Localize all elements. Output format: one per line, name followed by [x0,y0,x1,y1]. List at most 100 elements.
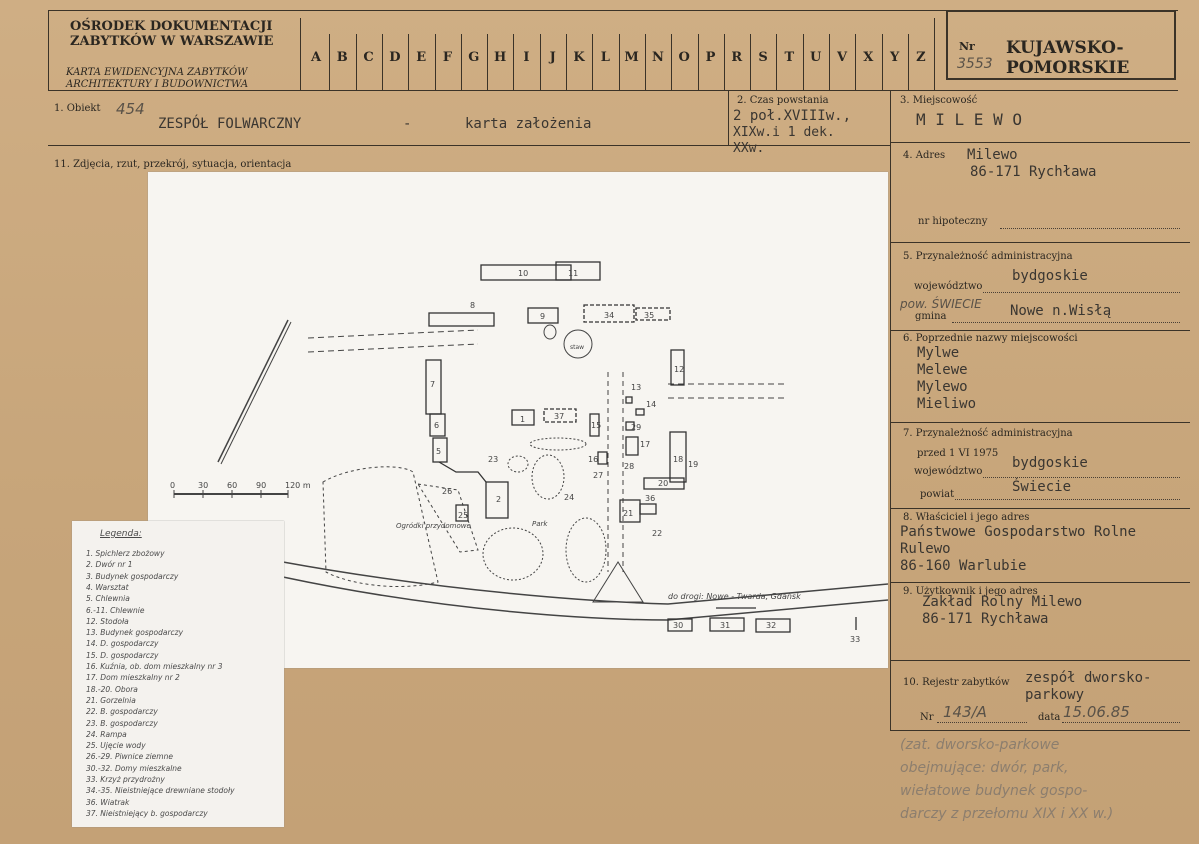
poprz-label: 6. Poprzednie nazwy miejscowości [903,333,1078,344]
adres-line2: 86-171 Rychława [970,164,1097,180]
woj2-label: województwo [914,466,983,477]
orchard-label: Ogródki przydomowe [396,522,471,530]
adres-line1: Milewo [967,147,1018,163]
legend-item: 33. Krzyż przydrożny [86,775,165,784]
alphabet-letter-z: Z [916,50,926,65]
obiekt-value-b: karta założenia [465,116,592,132]
building-6: 6 [434,421,439,430]
region-box [946,10,1176,80]
scale-tick-60: 60 [227,481,237,490]
gmina-value: Nowe n.Wisłą [1010,303,1112,319]
alphabet-letter-h: H [493,50,507,65]
obiekt-value-a: ZESPÓŁ FOLWARCZNY [158,116,302,132]
legend-item: 4. Warsztat [86,582,129,592]
park-label: Park [532,520,548,528]
building-20: 20 [658,479,668,488]
poprz-name-2: Melewe [917,362,968,378]
building-8: 8 [470,301,475,310]
rejestr-label: 10. Rejestr zabytków [903,677,1010,688]
building-16: 16 [588,455,598,464]
row1-bottom-rule [48,145,890,146]
building-26: 26 [442,487,452,496]
uzytk-line2: 86-171 Rychława [922,611,1049,627]
legend-item: 34.-35. Nieistniejące drewniane stodoły [86,786,235,796]
legend-item: 16. Kuźnia, ob. dom mieszkalny nr 3 [86,662,223,671]
legend-item: 22. B. gospodarczy [86,707,158,717]
data-value: 15.06.85 [1063,703,1130,721]
alphabet-letter-j: J [549,50,556,65]
wlasc-line1: Państwowe Gospodarstwo Rolne [900,524,1137,540]
building-2: 2 [496,495,501,504]
legend-item: 26.-29. Piwnice ziemne [86,752,173,762]
alphabet-letter-f: F [442,50,453,65]
przyn2-label: 7. Przynależność administracyjna [903,428,1073,439]
alphabet-letter-n: N [651,50,664,65]
alphabet-letter-a: A [310,50,322,65]
przed-label: przed 1 VI 1975 [917,448,999,459]
czas-line3: XXw. [733,141,765,156]
uzytk-line1: Zakład Rolny Milewo [922,594,1083,610]
building-24: 24 [564,493,574,502]
alphabet-letter-t: T [784,50,795,65]
pond-label: staw [570,344,584,351]
scale-tick-30: 30 [198,481,208,490]
building-12: 12 [674,365,684,374]
powiat-label: powiat [920,489,955,500]
legend-item: 36. Wiatrak [86,797,130,807]
alphabet-letter-d: D [389,50,401,65]
building-30: 30 [673,621,683,630]
building-37: 37 [554,412,564,421]
nr-label: Nr [959,40,975,53]
building-31: 31 [720,621,730,630]
czas-line1: 2 poł.XVIIIw., [733,108,852,124]
nr-value: 3553 [957,56,993,72]
alphabet-letter-v: V [836,50,848,65]
alphabet-letter-m: M [624,50,639,65]
region-line2: POMORSKIE [1006,58,1130,78]
alphabet-letter-k: K [573,50,585,65]
obiekt-value-dash: - [403,116,412,132]
building-10: 10 [518,269,528,278]
data-label: data [1038,712,1061,723]
road-label: do drogi: Nowe - Twarda, Gdańsk [668,592,801,601]
legend-item: 2. Dwór nr 1 [86,560,133,570]
legend-item: 21. Gorzelnia [86,695,136,705]
czas-line2: XIXw.i 1 dek. [733,125,835,140]
legend-item: 18.-20. Obora [86,684,138,694]
rejestr-nr-value: 143/A [943,703,987,721]
rejestr-line2: parkowy [1025,687,1085,703]
gmina-label: gmina [915,311,947,322]
wlasc-line2: Rulewo [900,541,951,557]
legend-title: Legenda: [100,529,142,539]
obiekt-label: 1. Obiekt [54,103,101,114]
card-type-line2: ARCHITEKTURY I BUDOWNICTWA [66,79,249,90]
building-28: 28 [624,462,634,471]
obiekt-number: 454 [116,100,145,118]
alphabet-letter-y: Y [889,50,900,65]
building-36: 36 [645,494,655,503]
legend-item: 5. Chlewnia [86,594,130,604]
alphabet-letter-u: U [810,50,822,65]
building-7: 7 [430,380,435,389]
poprz-name-4: Mieliwo [917,396,977,412]
handwritten-note: (zat. dworsko-parkowe obejmujące: dwór, … [900,737,1114,822]
alphabet-letter-b: B [336,50,348,65]
rejestr-line1: zespół dworsko- [1025,670,1152,686]
building-19: 19 [688,460,698,469]
scale-tick-120: 120 m [285,481,311,490]
rejestr-nr-label: Nr [920,712,934,723]
region-line1: KUJAWSKO- [1006,38,1124,58]
building-9: 9 [540,312,545,321]
building-32: 32 [766,621,776,630]
building-18: 18 [673,455,683,464]
building-13: 13 [631,383,641,392]
divider-czas [728,90,729,145]
adres-label: 4. Adres [903,150,946,161]
alphabet-letter-e: E [416,50,427,65]
building-23: 23 [488,455,498,464]
legend-item: 12. Stodoła [86,616,129,626]
alphabet-letter-o: O [678,50,690,65]
alphabet-letter-l: L [600,50,610,65]
alphabet-letter-g: G [468,50,480,65]
divider-alphabet [300,18,301,90]
